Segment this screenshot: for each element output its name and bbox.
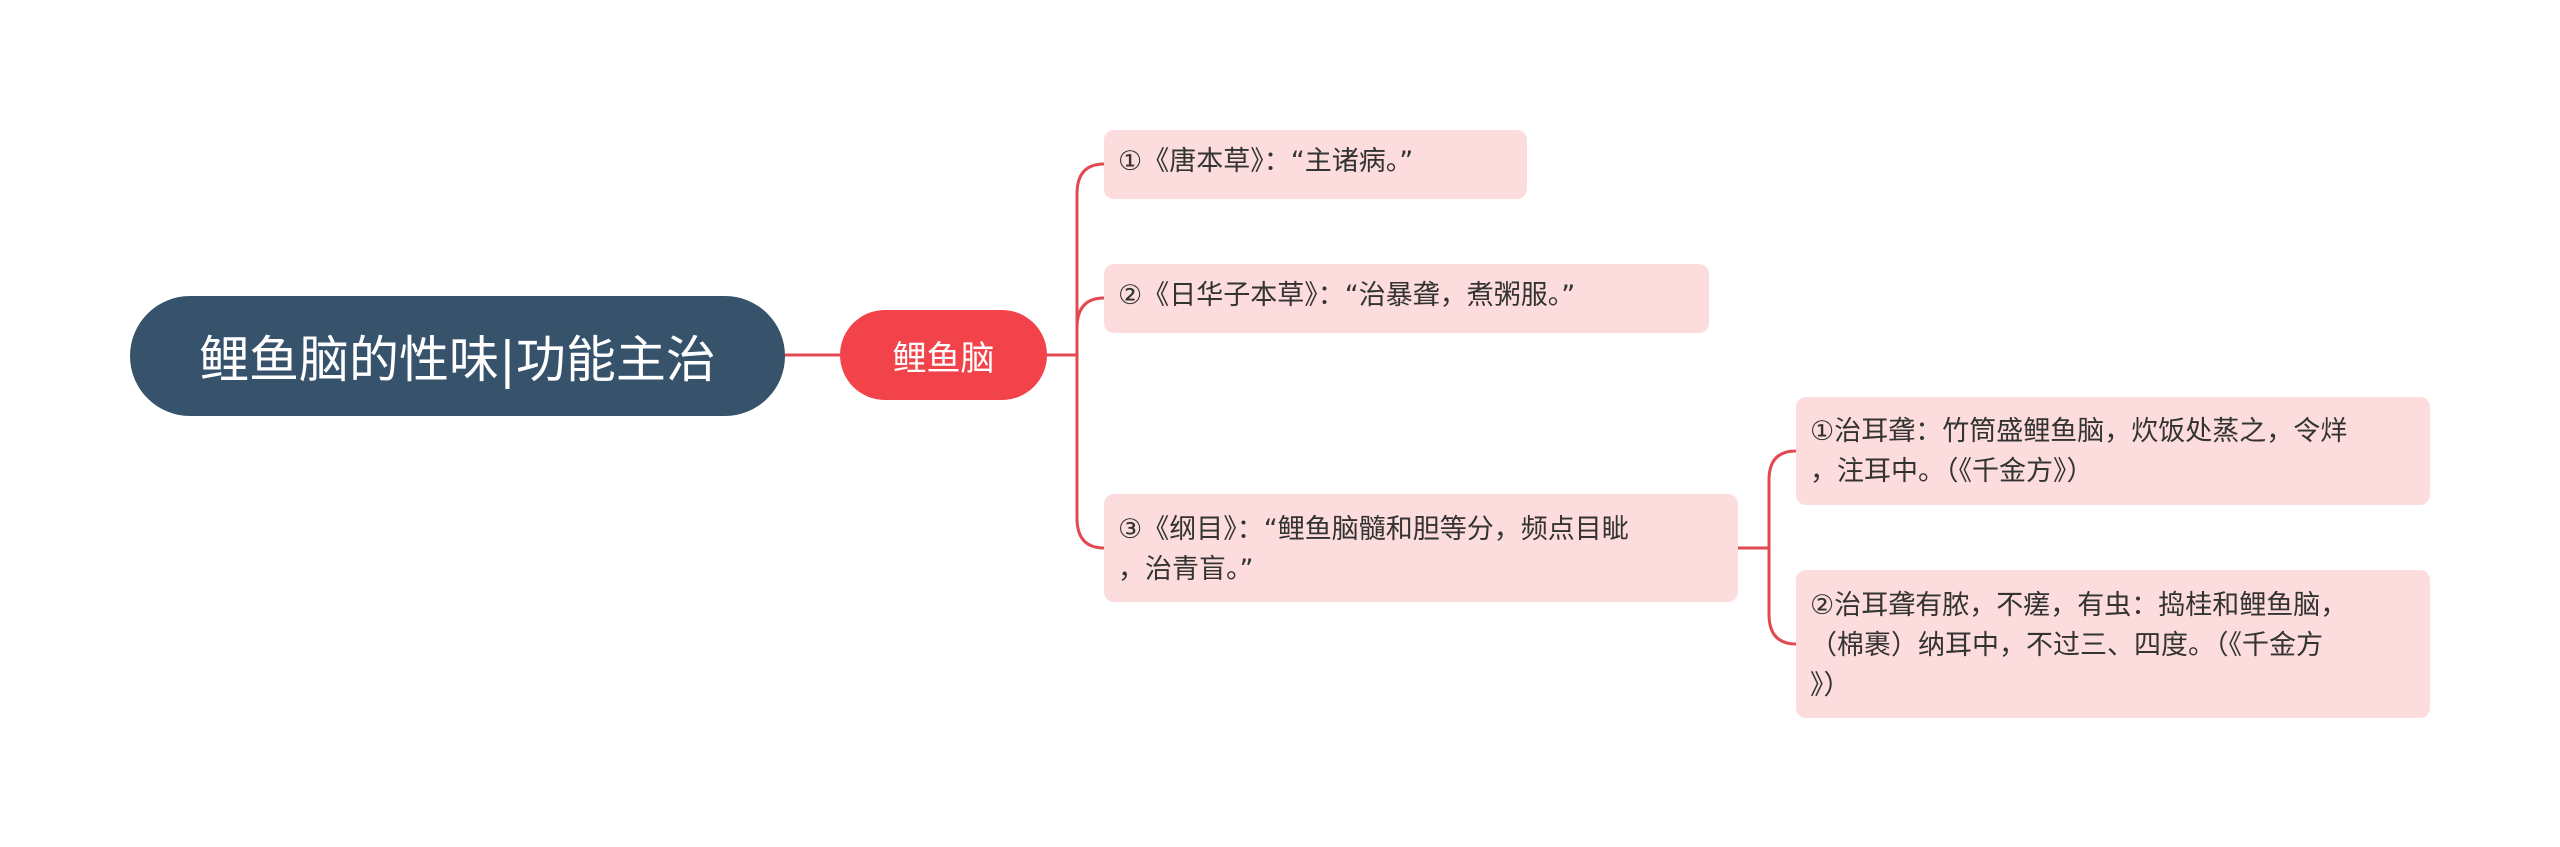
leaf-topic-1-text: ①《唐本草》：“主诸病。” [1118,146,1414,177]
subleaf-topic-2[interactable]: ②治耳聋有脓，不瘥，有虫：捣桂和鲤鱼脑， （棉裹）纳耳中，不过三、四度。（《千金… [1796,570,2430,718]
subleaf-topic-1-line-2: ，注耳中。（《千金方》） [1810,456,2094,487]
leaf-topic-2[interactable]: ②《日华子本草》：“治暴聋，煮粥服。” [1104,264,1709,333]
subleaf-topic-1[interactable]: ①治耳聋：竹筒盛鲤鱼脑，炊饭处蒸之，令烊 ，注耳中。（《千金方》） [1796,397,2430,505]
leaf-topic-1[interactable]: ①《唐本草》：“主诸病。” [1104,130,1527,199]
root-topic[interactable]: 鲤鱼脑的性味|功能主治 [130,296,785,416]
connector-leaf3-sub-2 [1738,546,1797,646]
subleaf-topic-2-line-1: ②治耳聋有脓，不瘥，有虫：捣桂和鲤鱼脑， [1810,590,2348,621]
root-topic-label: 鲤鱼脑的性味|功能主治 [199,331,716,389]
leaf-topic-3-line-1: ③《纲目》：“鲤鱼脑髓和胆等分，频点目眦 [1118,514,1629,545]
leaf-topic-3[interactable]: ③《纲目》：“鲤鱼脑髓和胆等分，频点目眦 ，治青盲。” [1104,494,1738,602]
connector-branch-leaf-1 [1047,162,1105,357]
leaf-topic-3-line-2: ，治青盲。” [1118,554,1254,585]
connector-leaf3-sub-1 [1738,449,1797,550]
subleaf-topic-2-line-3: 》） [1810,670,1851,701]
branch-topic[interactable]: 鲤鱼脑 [840,310,1047,400]
connector-branch-leaf-2 [1047,296,1105,357]
subleaf-topic-2-line-2: （棉裹）纳耳中，不过三、四度。（《千金方 [1810,630,2323,661]
leaf-topic-2-text: ②《日华子本草》：“治暴聋，煮粥服。” [1118,280,1576,311]
connector-branch-leaf-3 [1047,353,1105,550]
branch-topic-label: 鲤鱼脑 [892,338,995,379]
subleaf-topic-1-line-1: ①治耳聋：竹筒盛鲤鱼脑，炊饭处蒸之，令烊 [1810,416,2348,447]
